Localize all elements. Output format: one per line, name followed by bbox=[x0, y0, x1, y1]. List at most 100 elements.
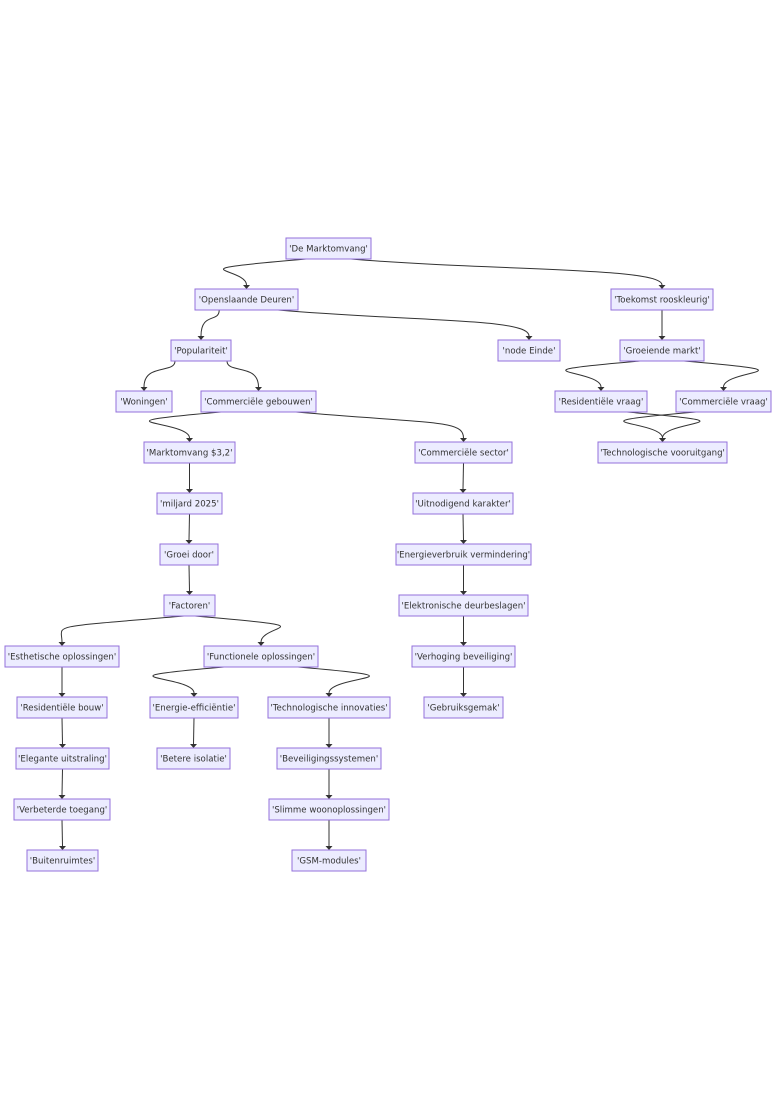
edge-groeidoor-to-factoren bbox=[188, 564, 190, 592]
node-box bbox=[194, 288, 299, 311]
arrowhead-icon bbox=[325, 846, 333, 850]
node-label: 'Elektronische deurbeslagen' bbox=[401, 602, 525, 612]
node-techvooruitgang: 'Technologische vooruitgang' bbox=[597, 441, 728, 464]
node-label: 'GSM-modules' bbox=[297, 857, 361, 867]
arrowhead-icon bbox=[243, 285, 250, 289]
edge-elegante-to-verbeterde bbox=[61, 768, 63, 796]
edge-factoren-to-esthetische bbox=[60, 615, 185, 643]
edge-energieeff-to-betere bbox=[193, 717, 195, 745]
node-label: 'Energieverbruik vermindering' bbox=[397, 551, 530, 561]
node-verhoging: 'Verhoging beveiliging' bbox=[411, 645, 516, 668]
node-label: 'Groei door' bbox=[164, 551, 214, 561]
node-box bbox=[26, 849, 99, 872]
arrowhead-icon bbox=[325, 795, 333, 799]
node-functionele: 'Functionele oplossingen' bbox=[203, 645, 319, 668]
arrowhead-icon bbox=[59, 744, 66, 748]
node-label: 'node Einde' bbox=[503, 347, 556, 357]
node-gebruiksgemak: 'Gebruiksgemak' bbox=[423, 696, 504, 719]
arrowhead-icon bbox=[720, 387, 727, 391]
node-uitnodigend: 'Uitnodigend karakter' bbox=[412, 492, 514, 515]
node-energieeff: 'Energie-efficiëntie' bbox=[149, 696, 239, 719]
node-commsector: 'Commerciële sector' bbox=[414, 441, 513, 464]
node-box bbox=[619, 339, 705, 362]
node-box bbox=[203, 645, 319, 668]
node-factoren: 'Factoren' bbox=[163, 594, 216, 617]
node-box bbox=[159, 543, 219, 566]
node-box bbox=[15, 747, 110, 770]
node-label: 'Energie-efficiëntie' bbox=[153, 704, 236, 714]
node-buitenruimtes: 'Buitenruimtes' bbox=[26, 849, 99, 872]
arrowhead-icon bbox=[186, 489, 193, 493]
arrowhead-icon bbox=[460, 540, 467, 544]
arrowhead-icon bbox=[659, 438, 666, 442]
edge-openslaande-to-einde bbox=[277, 309, 530, 337]
node-elektronische: 'Elektronische deurbeslagen' bbox=[398, 594, 529, 617]
arrowhead-icon bbox=[257, 642, 265, 646]
node-label: 'Factoren' bbox=[169, 602, 211, 612]
node-einde: 'node Einde' bbox=[497, 339, 561, 362]
node-box bbox=[156, 747, 231, 770]
edge-openslaande-to-populariteit bbox=[200, 309, 220, 337]
node-label: 'Residentiële bouw' bbox=[20, 704, 103, 714]
edge-functionele-to-techinnov bbox=[297, 666, 370, 694]
edge-resvraag-to-techvooruitgang bbox=[626, 411, 701, 439]
node-label: 'Groeiende markt' bbox=[623, 347, 700, 357]
node-label: 'Beveiligingssystemen' bbox=[280, 755, 378, 765]
node-box bbox=[149, 696, 239, 719]
edge-populariteit-to-commgebouwen bbox=[226, 360, 259, 388]
edge-groeiende-to-resvraag bbox=[565, 360, 641, 388]
edge-commgebouwen-to-commsector bbox=[295, 411, 464, 439]
node-gsm: 'GSM-modules' bbox=[291, 849, 367, 872]
node-box bbox=[13, 798, 111, 821]
arrowhead-icon bbox=[525, 336, 533, 340]
edge-groeiende-to-commvraag bbox=[683, 360, 759, 388]
node-label: 'Openslaande Deuren' bbox=[199, 296, 294, 306]
node-label: 'Betere isolatie' bbox=[160, 755, 227, 765]
node-box bbox=[143, 441, 236, 464]
edge-miljard-to-groeidoor bbox=[188, 513, 190, 541]
node-label: 'Populariteit' bbox=[174, 347, 228, 357]
nodes-layer: 'De Marktomvang''Openslaande Deuren''Toe… bbox=[4, 237, 772, 872]
node-commgebouwen: 'Commerciële gebouwen' bbox=[200, 390, 317, 413]
edge-populariteit-to-woningen bbox=[143, 360, 176, 388]
arrowhead-icon bbox=[186, 438, 193, 442]
arrowhead-icon bbox=[58, 795, 66, 799]
arrowhead-icon bbox=[185, 540, 193, 544]
node-miljard: 'miljard 2025' bbox=[156, 492, 223, 515]
arrowhead-icon bbox=[460, 591, 467, 595]
node-label: 'Residentiële vraag' bbox=[559, 398, 644, 408]
node-box bbox=[610, 288, 714, 311]
arrowhead-icon bbox=[325, 693, 333, 697]
edge-marktomvang-to-toekomst bbox=[350, 258, 663, 286]
node-commvraag: 'Commerciële vraag' bbox=[675, 390, 772, 413]
node-energieverbruik: 'Energieverbruik vermindering' bbox=[395, 543, 532, 566]
arrowhead-icon bbox=[460, 693, 467, 697]
node-label: 'Marktomvang $3,2' bbox=[146, 449, 232, 459]
arrowhead-icon bbox=[58, 642, 66, 646]
node-beveiligings: 'Beveiligingssystemen' bbox=[276, 747, 382, 770]
node-box bbox=[398, 594, 529, 617]
node-verbeterde: 'Verbeterde toegang' bbox=[13, 798, 111, 821]
arrowhead-icon bbox=[197, 336, 205, 340]
arrowhead-icon bbox=[186, 591, 193, 595]
node-label: 'Esthetische oplossingen' bbox=[8, 653, 117, 663]
node-label: 'Technologische vooruitgang' bbox=[600, 449, 725, 459]
node-groeiende: 'Groeiende markt' bbox=[619, 339, 705, 362]
node-label: 'De Marktomvang' bbox=[289, 245, 368, 255]
node-box bbox=[412, 492, 514, 515]
arrowhead-icon bbox=[658, 285, 666, 289]
node-box bbox=[267, 696, 391, 719]
node-label: 'Commerciële sector' bbox=[418, 449, 509, 459]
arrowhead-icon bbox=[255, 387, 262, 391]
node-openslaande: 'Openslaande Deuren' bbox=[194, 288, 299, 311]
node-box bbox=[675, 390, 772, 413]
edge-resbouw-to-elegante bbox=[61, 717, 63, 745]
arrowhead-icon bbox=[140, 387, 148, 391]
node-marktomvang32: 'Marktomvang $3,2' bbox=[143, 441, 236, 464]
edge-verbeterde-to-buitenruimtes bbox=[61, 819, 63, 847]
node-elegante: 'Elegante uitstraling' bbox=[15, 747, 110, 770]
node-label: 'Elegante uitstraling' bbox=[18, 755, 107, 765]
node-label: 'Woningen' bbox=[120, 398, 167, 408]
edge-commsector-to-uitnodigend bbox=[462, 462, 464, 490]
